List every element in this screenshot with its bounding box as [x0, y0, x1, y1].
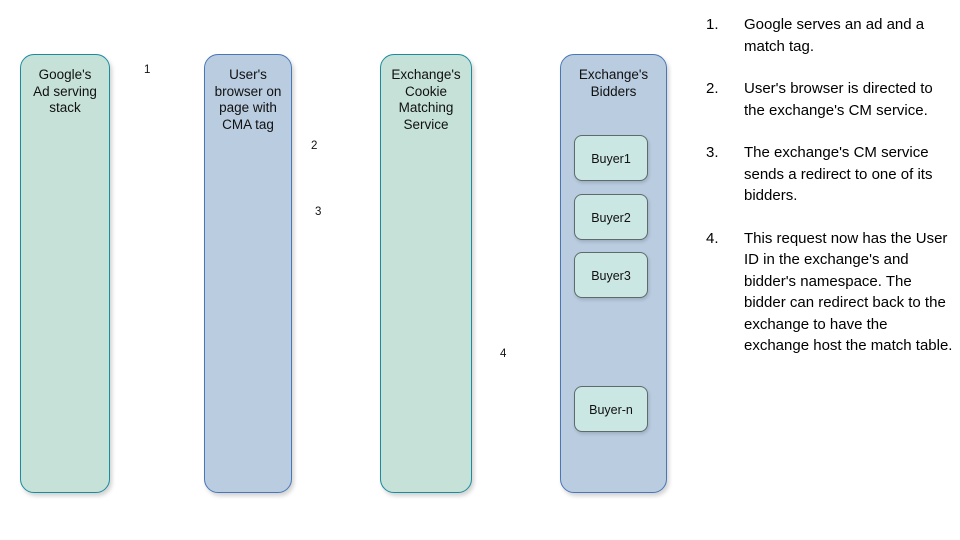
- arrow-label-3: 3: [315, 206, 322, 218]
- step-text: This request now has the User ID in the …: [744, 229, 953, 355]
- node-label: User's browser on page with CMA tag: [214, 67, 282, 132]
- arrow-label-1: 1: [144, 64, 151, 76]
- step-number: 4.: [706, 229, 719, 247]
- arrow-label-4: 4: [500, 348, 507, 360]
- buyer-box[interactable]: Buyer1: [574, 135, 648, 181]
- step-item: 2. User's browser is directed to the exc…: [706, 78, 954, 121]
- step-text: The exchange's CM service sends a redire…: [744, 144, 933, 204]
- step-number: 1.: [706, 16, 719, 33]
- step-number: 2.: [706, 80, 719, 97]
- node-google-ad-serving-stack[interactable]: Google's Ad serving stack: [20, 54, 110, 493]
- steps-list: 1. Google serves an ad and a match tag. …: [706, 14, 954, 378]
- buyer-box[interactable]: Buyer3: [574, 252, 648, 298]
- node-label: Exchange's Cookie Matching Service: [391, 67, 461, 132]
- buyer-box[interactable]: Buyer-n: [574, 386, 648, 432]
- buyer-box[interactable]: Buyer2: [574, 194, 648, 240]
- node-exchange-cookie-matching-service[interactable]: Exchange's Cookie Matching Service: [380, 54, 472, 493]
- step-text: Google serves an ad and a match tag.: [744, 16, 925, 55]
- step-number: 3.: [706, 144, 719, 161]
- arrow-label-2: 2: [311, 140, 318, 152]
- node-user-browser[interactable]: User's browser on page with CMA tag: [204, 54, 292, 493]
- node-label: Exchange's Bidders: [578, 67, 649, 99]
- step-item: 3. The exchange's CM service sends a red…: [706, 142, 954, 207]
- node-label: Google's Ad serving stack: [33, 67, 97, 115]
- step-text: User's browser is directed to the exchan…: [744, 80, 933, 119]
- step-item: 1. Google serves an ad and a match tag.: [706, 14, 954, 57]
- step-item: 4. This request now has the User ID in t…: [706, 228, 954, 357]
